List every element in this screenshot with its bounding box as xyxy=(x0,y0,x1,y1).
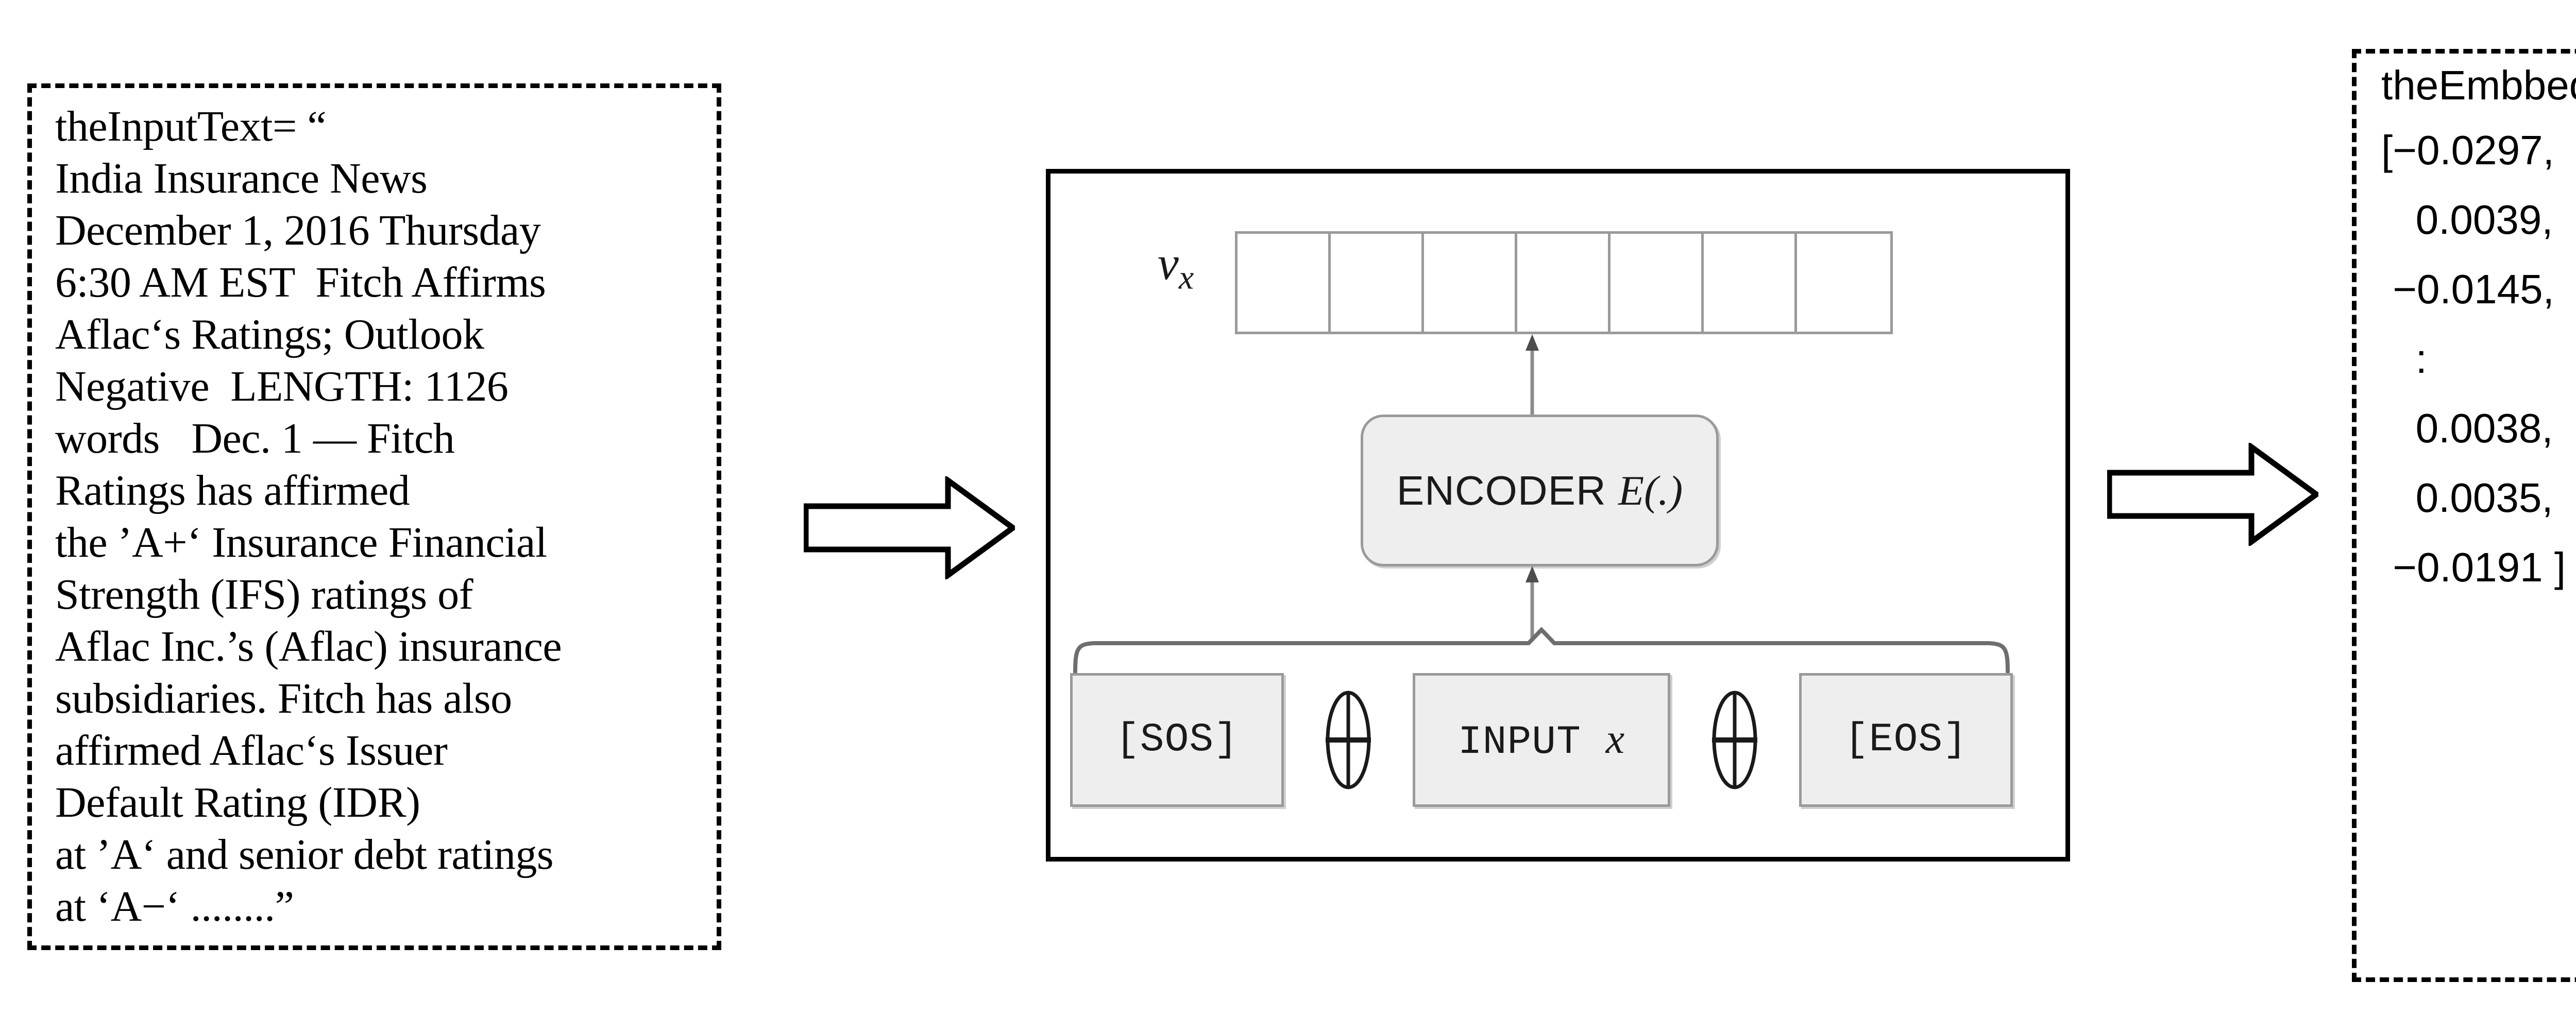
encoder-math: E(.) xyxy=(1618,467,1683,514)
token-box-sos[interactable]: [SOS] xyxy=(1070,673,1284,807)
token-box-eos[interactable]: [EOS] xyxy=(1799,673,2013,807)
vx-main: v xyxy=(1158,237,1179,289)
vector-cell xyxy=(1331,234,1424,332)
oplus-wrap-1 xyxy=(1317,688,1379,791)
vector-cell xyxy=(1797,234,1890,332)
embedding-title: theEmbbedingVector= xyxy=(2381,62,2576,108)
token-label-eos: [EOS] xyxy=(1844,717,1968,763)
vector-cell xyxy=(1611,234,1704,332)
embedding-line-ellipsis: : xyxy=(2381,336,2427,382)
oplus-wrap-2 xyxy=(1704,688,1766,791)
encoder-diagram-panel: vx ENCODER E(.) xyxy=(1046,169,2070,862)
token-input-math: x xyxy=(1605,715,1625,762)
arrow-up-tokens-to-encoder-icon xyxy=(1526,566,1539,641)
token-box-input[interactable]: INPUT x xyxy=(1413,673,1670,807)
token-label-sos: [SOS] xyxy=(1115,717,1239,763)
embedding-line: 0.0039, xyxy=(2381,197,2553,243)
token-input-word: INPUT xyxy=(1458,720,1606,765)
oplus-icon xyxy=(1712,691,1757,789)
encoder-word: ENCODER xyxy=(1396,467,1619,513)
token-label-input: INPUT x xyxy=(1458,715,1625,765)
embedding-line: −0.0191 ] xyxy=(2381,544,2566,590)
vx-subscript: x xyxy=(1178,259,1194,297)
embedding-vector-content: theEmbbedingVector= [−0.0297, 0.0039, −0… xyxy=(2381,65,2576,616)
vector-cell xyxy=(1424,234,1517,332)
token-sequence-row: [SOS] INPUT x [EOS] xyxy=(1070,673,2013,807)
arrow-up-encoder-to-vector-icon xyxy=(1526,334,1539,416)
arrow-right-icon-1 xyxy=(804,476,1015,579)
embedding-vector-grid xyxy=(1235,231,1893,334)
embedding-line: [−0.0297, xyxy=(2381,127,2554,173)
vector-cell xyxy=(1517,234,1611,332)
token-group-brace-icon xyxy=(1073,627,2010,673)
vector-cell xyxy=(1704,234,1797,332)
encoder-box-label: ENCODER E(.) xyxy=(1397,467,1683,515)
embedding-vector-panel: theEmbbedingVector= [−0.0297, 0.0039, −0… xyxy=(2352,49,2576,982)
arrow-right-icon-2 xyxy=(2107,443,2318,546)
vector-vx-label: vx xyxy=(1158,239,1194,295)
vector-cell xyxy=(1238,234,1331,332)
embedding-line: −0.0145, xyxy=(2381,266,2554,312)
embedding-line: 0.0035, xyxy=(2381,475,2553,521)
input-text-content: theInputText= “ India Insurance News Dec… xyxy=(55,102,562,931)
input-text-panel: theInputText= “ India Insurance News Dec… xyxy=(27,83,721,950)
encoder-box[interactable]: ENCODER E(.) xyxy=(1361,415,1719,566)
embedding-line: 0.0038, xyxy=(2381,405,2553,451)
oplus-icon xyxy=(1326,691,1371,789)
